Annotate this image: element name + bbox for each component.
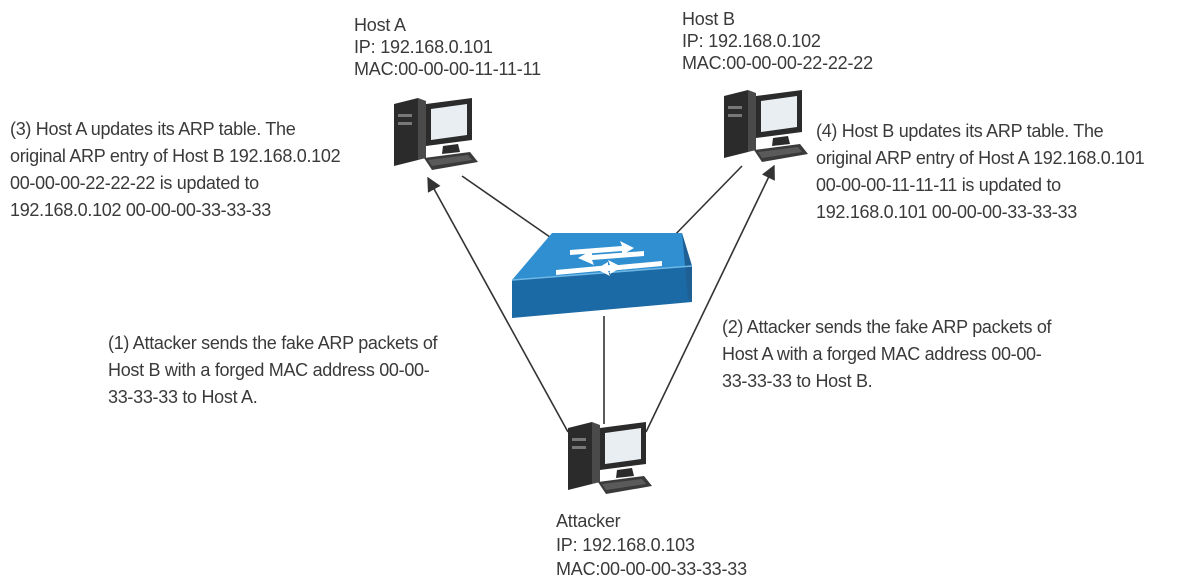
host-b-name: Host B xyxy=(682,9,735,29)
arrow-attacker-to-host-a xyxy=(427,176,569,433)
step-3-line: (3) Host A updates its ARP table. The xyxy=(10,119,296,139)
step-2-line: (2) Attacker sends the fake ARP packets … xyxy=(722,317,1052,337)
host-a-computer-icon xyxy=(394,98,478,170)
step-3-note: (3) Host A updates its ARP table. The or… xyxy=(10,116,341,224)
attacker-mac: MAC:00-00-00-33-33-33 xyxy=(556,559,747,579)
step-2-line: 33-33-33 to Host B. xyxy=(722,371,873,391)
step-3-line: 00-00-00-22-22-22 is updated to xyxy=(10,173,259,193)
host-b-ip: IP: 192.168.0.102 xyxy=(682,31,821,51)
step-3-line: original ARP entry of Host B 192.168.0.1… xyxy=(10,146,341,166)
link-switch-host-b xyxy=(667,165,743,243)
host-a-label: Host A IP: 192.168.0.101 MAC:00-00-00-11… xyxy=(354,14,541,80)
step-2-line: Host A with a forged MAC address 00-00- xyxy=(722,344,1042,364)
step-4-line: 192.168.0.101 00-00-00-33-33-33 xyxy=(816,202,1077,222)
host-b-label: Host B IP: 192.168.0.102 MAC:00-00-00-22… xyxy=(682,8,873,74)
attacker-name: Attacker xyxy=(556,511,621,531)
step-4-note: (4) Host B updates its ARP table. The or… xyxy=(816,118,1145,226)
attacker-label: Attacker IP: 192.168.0.103 MAC:00-00-00-… xyxy=(556,509,747,581)
step-4-line: (4) Host B updates its ARP table. The xyxy=(816,121,1104,141)
step-4-line: 00-00-00-11-11-11 is updated to xyxy=(816,175,1061,195)
step-4-line: original ARP entry of Host A 192.168.0.1… xyxy=(816,148,1145,168)
attacker-computer-icon xyxy=(568,422,652,494)
step-1-line: 33-33-33 to Host A. xyxy=(108,387,258,407)
step-1-note: (1) Attacker sends the fake ARP packets … xyxy=(108,330,438,411)
step-2-note: (2) Attacker sends the fake ARP packets … xyxy=(722,314,1052,395)
step-1-line: Host B with a forged MAC address 00-00- xyxy=(108,360,430,380)
host-b-mac: MAC:00-00-00-22-22-22 xyxy=(682,53,873,73)
host-b-computer-icon xyxy=(724,90,808,162)
host-a-mac: MAC:00-00-00-11-11-11 xyxy=(354,59,541,79)
arrow-attacker-to-host-b xyxy=(645,164,775,433)
link-switch-host-a xyxy=(461,175,561,245)
attacker-ip: IP: 192.168.0.103 xyxy=(556,535,695,555)
step-3-line: 192.168.0.102 00-00-00-33-33-33 xyxy=(10,200,271,220)
step-1-line: (1) Attacker sends the fake ARP packets … xyxy=(108,333,438,353)
network-switch-icon xyxy=(512,233,693,318)
host-a-name: Host A xyxy=(354,15,406,35)
host-a-ip: IP: 192.168.0.101 xyxy=(354,37,493,57)
